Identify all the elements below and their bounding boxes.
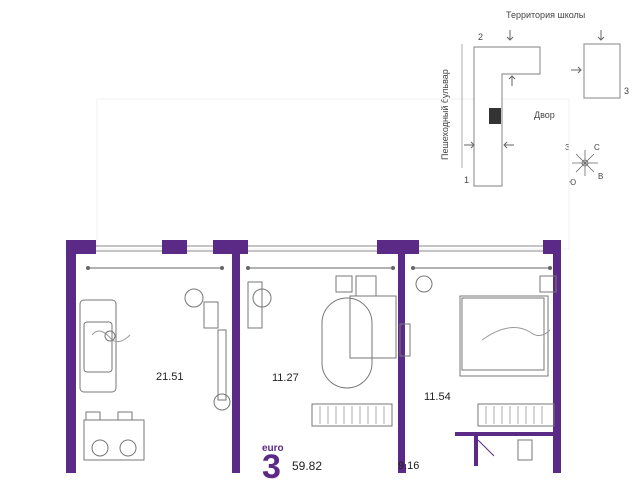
euro-badge-prefix: euro [262, 443, 284, 454]
compass-west: З [565, 143, 570, 152]
chair [184, 288, 204, 308]
toilet [517, 439, 533, 461]
section-number-2: 2 [478, 32, 484, 42]
person-on-sofa [91, 330, 131, 343]
double-bed [459, 295, 549, 377]
compass-rose-icon [572, 150, 598, 176]
radiator-1 [399, 323, 411, 357]
room-count: 3 [262, 448, 281, 486]
tv-stand [217, 329, 227, 401]
plant-icon [213, 393, 231, 411]
armchair [349, 295, 397, 359]
dining-table [83, 419, 145, 461]
living-room-furniture [79, 288, 231, 461]
section-number-1: 1 [464, 175, 470, 185]
wardrobe-1 [311, 403, 393, 427]
compass-south: Ю [568, 178, 577, 187]
building-section-3 [583, 43, 621, 99]
door-swing [477, 439, 495, 457]
faint-background-frame [96, 98, 570, 250]
selected-apartment-marker [489, 108, 501, 124]
bedroom1-area: 11.27 [272, 372, 299, 384]
window-lines [96, 245, 543, 252]
work-desk [247, 281, 263, 329]
living-room-area: 21.51 [156, 371, 184, 383]
yard-label: Двор [534, 110, 555, 120]
bedroom2-furniture [415, 275, 557, 461]
site-arrows [464, 30, 605, 149]
compass-north: С [594, 143, 600, 152]
floor-plan-walls [66, 240, 561, 473]
desk [203, 301, 219, 329]
hall-area: 9.16 [398, 460, 420, 472]
section-number-3: 3 [624, 86, 630, 96]
person-in-bed [481, 327, 551, 341]
total-area: 59.82 [292, 459, 323, 473]
compass-east: В [598, 172, 604, 181]
bedroom1-furniture [247, 275, 411, 427]
wardrobe-hatching [319, 406, 543, 424]
oval-bed [321, 297, 373, 389]
bedroom2-area: 11.54 [424, 391, 451, 403]
curtain-rails [86, 266, 552, 270]
wardrobe-2 [477, 403, 555, 427]
site-buildings [461, 43, 621, 187]
sofa [79, 299, 117, 393]
school-territory-label: Территория школы [506, 10, 586, 20]
building-section-1-2 [473, 46, 541, 187]
